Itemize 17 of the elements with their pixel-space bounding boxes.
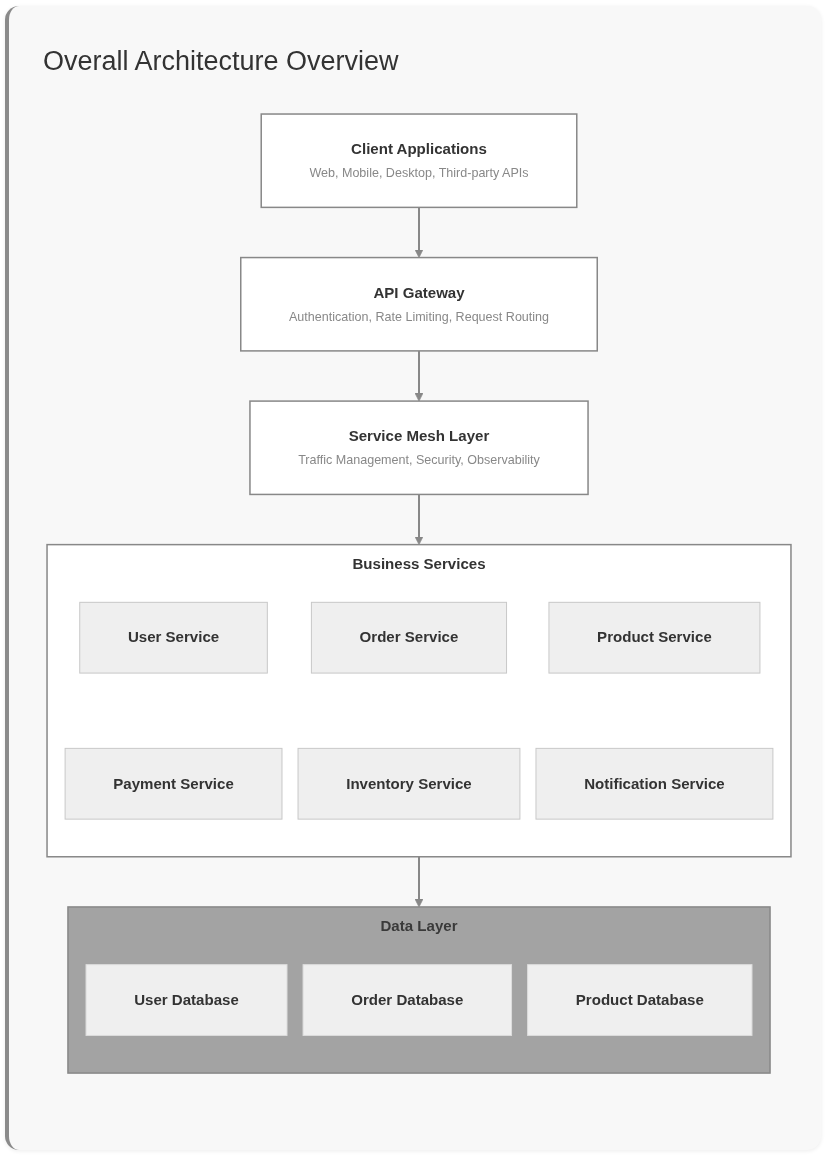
node-box: Client Applications Web, Mobile, Desktop, Third-party APIs [260,113,578,209]
node-box: Service Mesh Layer Traffic Management, Security, Observability [249,400,589,496]
node-box: User Database [85,964,288,1036]
node-box: Product Database [527,964,753,1036]
node-box: Order Service [310,601,508,674]
arrow [414,494,424,545]
arrow [414,207,424,258]
node-box: Notification Service [535,747,774,820]
node-box: Order Database [302,964,513,1036]
node-box: Inventory Service [297,747,521,820]
arrow [414,856,424,908]
diagram-title: Overall Architecture Overview [43,45,399,78]
node-box: API Gateway Authentication, Rate Limiting, Request Routing [240,256,598,352]
node-box: User Service [79,601,268,674]
arrow [414,350,424,402]
node-box: Product Service [548,601,761,674]
node-box: Payment Service [64,747,283,820]
